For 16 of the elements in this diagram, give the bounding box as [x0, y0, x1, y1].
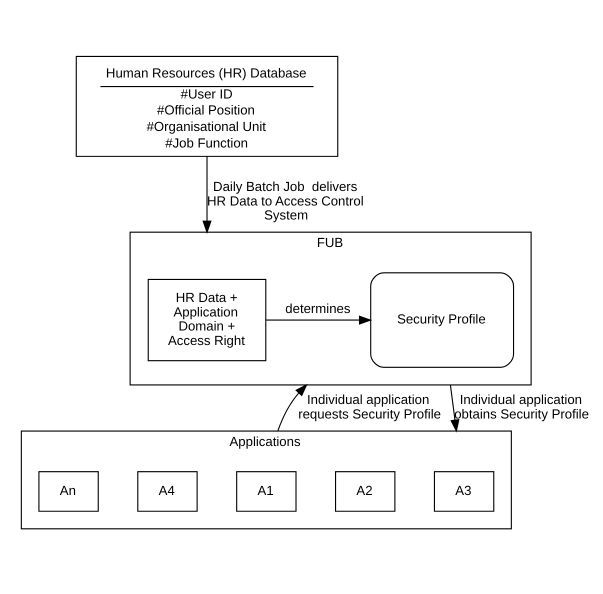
- node-box: A3: [434, 471, 494, 512]
- node-box: A2: [335, 471, 396, 512]
- node-box: A1: [236, 471, 297, 512]
- arrow: [450, 384, 460, 433]
- node-box: An: [38, 471, 99, 512]
- edge-label: determines: [285, 301, 350, 316]
- edge-label: Individual application obtains Security Profile: [454, 392, 589, 422]
- node-box: Human Resources (HR) Database #User ID #Official Position #Organisational Unit #Job Function: [76, 56, 338, 157]
- edge-label: Individual application requests Security Profile: [298, 392, 441, 422]
- edge-label: Daily Batch Job delivers HR Data to Access Control System: [207, 179, 364, 223]
- node-box: Security Profile: [370, 272, 514, 368]
- arrow: [266, 315, 372, 325]
- node-box: A4: [137, 471, 198, 512]
- arrow: [277, 384, 308, 432]
- arrow: [202, 156, 212, 234]
- node-box: HR Data + Application Domain + Access Right: [148, 278, 266, 362]
